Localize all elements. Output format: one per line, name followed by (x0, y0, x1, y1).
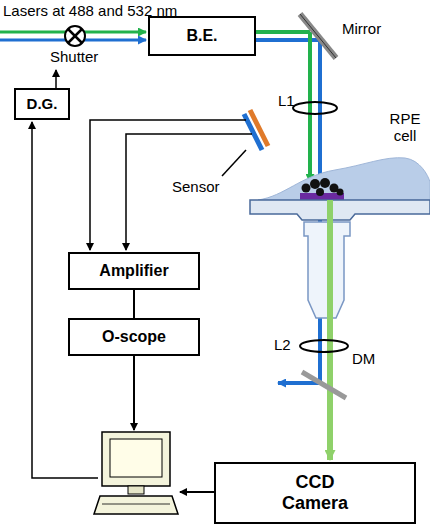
lens-symbol (300, 340, 348, 352)
cell-label: RPE cell (384, 110, 426, 145)
sensor-electrode (250, 110, 268, 146)
trigger-wire (55, 70, 57, 88)
mirror-label: Mirror (342, 20, 381, 37)
lens-symbol (293, 102, 337, 114)
oscilloscope-box: O-scope (68, 318, 200, 356)
delay-generator-box: D.G. (14, 88, 70, 120)
signal-wire (90, 120, 246, 250)
mirror-label: DM (352, 350, 375, 367)
laser-label: Lasers at 488 and 532 nm (3, 2, 177, 19)
microscope-stage (250, 200, 430, 220)
shutter-label: Shutter (50, 48, 98, 65)
beam-expander-box: B.E. (148, 16, 256, 56)
control-wire (32, 122, 98, 478)
emission-beam (327, 200, 333, 460)
lens-label: L1 (278, 92, 295, 109)
rpe-cell (258, 158, 430, 200)
box-text: CCD Camera (267, 472, 363, 513)
box-text: B.E. (186, 27, 217, 45)
dichroic-mirror (302, 372, 346, 398)
camera-box: CCD Camera (214, 462, 416, 524)
shutter-symbol (65, 26, 85, 46)
box-text: O-scope (102, 328, 166, 346)
mirror-edge (300, 14, 336, 58)
amplifier-box: Amplifier (68, 252, 200, 290)
lens-label: L2 (274, 336, 291, 353)
mirror-symbol (300, 14, 336, 58)
particles (302, 178, 344, 196)
data-wire (180, 491, 214, 493)
box-text: Amplifier (99, 262, 168, 280)
box-text: D.G. (27, 95, 58, 112)
sensor-label: Sensor (172, 178, 220, 195)
connector-line (133, 290, 135, 318)
signal-wire (126, 134, 252, 250)
leader-line (222, 150, 246, 176)
computer-icon (94, 432, 178, 514)
data-wire (133, 356, 135, 430)
